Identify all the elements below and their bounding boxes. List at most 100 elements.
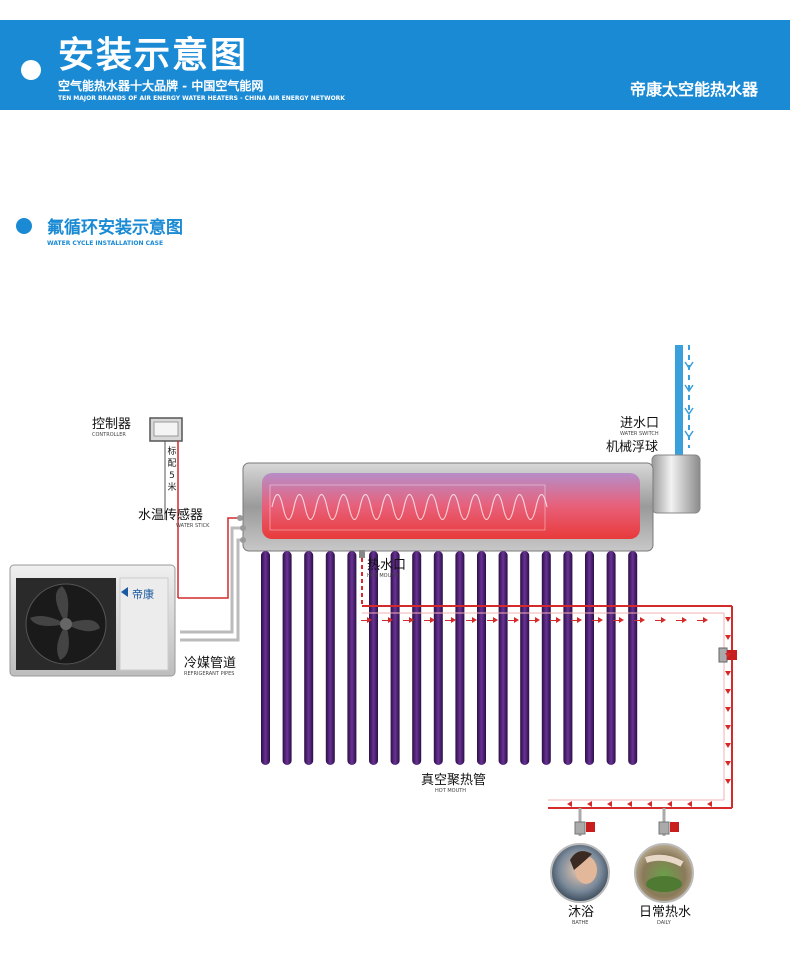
outdoor-unit [9, 564, 176, 677]
flow-arrow-icon [687, 801, 692, 807]
inlet-label-en: WATER SWITCH [620, 431, 659, 437]
controller-label: 控制器 CONTROLLER [92, 418, 131, 438]
vacuum-tubes-label-en: HOT MOUTH [435, 788, 467, 794]
daily-photo [634, 843, 694, 903]
section-bullet [16, 218, 32, 234]
flow-arrow-icon [487, 617, 498, 623]
vacuum-tube [628, 551, 638, 765]
flow-arrow-icon [627, 801, 632, 807]
daily-label-cn: 日常热水 [639, 905, 692, 920]
flow-arrow-icon [607, 801, 612, 807]
flow-arrow-icon [707, 801, 712, 807]
vacuum-tube [304, 551, 314, 765]
section-subtitle: WATER CYCLE INSTALLATION CASE [47, 240, 164, 247]
flow-arrow-icon [725, 779, 731, 784]
controller-label-en: CONTROLLER [92, 432, 126, 438]
refrigerant-label-en: REFRIGERANT PIPES [184, 671, 235, 677]
vacuum-tube [282, 551, 292, 765]
bathe-label-cn: 沐浴 [568, 905, 595, 920]
water-sensor-label-cn: 水温传感器 [138, 508, 204, 523]
vacuum-tube [520, 551, 530, 765]
flow-arrow-icon [634, 617, 645, 623]
flow-arrow-icon [445, 617, 456, 623]
cable-length-text: 标配5米 [167, 447, 177, 493]
bathe-label: 沐浴 BATHE [568, 906, 594, 926]
vacuum-tube [477, 551, 486, 765]
bathe-label-en: BATHE [572, 920, 589, 926]
flow-arrow-icon [725, 689, 731, 694]
flow-arrow-icon [725, 617, 731, 622]
controller-box [149, 417, 183, 442]
flow-arrow-icon [676, 617, 687, 623]
flow-arrow-icon [567, 801, 572, 807]
vacuum-tube [261, 551, 270, 765]
bullet-dot [21, 60, 41, 80]
logo-icon [121, 587, 128, 597]
flow-arrow-icon [725, 725, 731, 730]
vacuum-tube [433, 551, 443, 765]
vacuum-tube [455, 551, 465, 765]
vacuum-tube [412, 551, 422, 765]
bathe-photo [550, 843, 610, 903]
vacuum-tube [541, 551, 551, 765]
flow-arrow-icon [466, 617, 477, 623]
section-title: 氟循环安装示意图 [47, 218, 183, 238]
hot-outlet-label-cn: 热水口 [367, 558, 407, 573]
flow-arrow-icon [725, 635, 731, 640]
float-ball-label: 机械浮球 [606, 441, 658, 454]
controller-label-cn: 控制器 [92, 417, 132, 432]
flow-arrow-icon [647, 801, 652, 807]
flow-arrow-icon [403, 617, 414, 623]
flow-arrow-icon [725, 653, 731, 658]
flow-arrow-icon [697, 617, 708, 623]
float-ball-tank [646, 454, 701, 514]
flow-arrow-icon [725, 671, 731, 676]
header-banner: 安装示意图 空气能热水器十大品牌 - 中国空气能网 TEN MAJOR BRAN… [0, 20, 790, 110]
vacuum-tube [347, 551, 357, 765]
flow-arrow-icon [725, 761, 731, 766]
header-subtitle: 空气能热水器十大品牌 - 中国空气能网 [58, 79, 264, 93]
refrigerant-pipes [178, 515, 246, 642]
flow-arrow-icon [667, 801, 672, 807]
flow-arrow-icon [571, 617, 582, 623]
vacuum-tube [606, 551, 616, 765]
vacuum-tubes-label: 真空聚热管 HOT MOUTH [421, 774, 486, 794]
vacuum-tube [369, 551, 378, 765]
daily-label-en: DAILY [657, 920, 671, 926]
flow-arrow-icon [613, 617, 624, 623]
brand-name: 帝康太空能热水器 [629, 80, 758, 99]
flow-arrow-icon [382, 617, 393, 623]
refrigerant-label-cn: 冷媒管道 [184, 656, 237, 671]
water-tank [242, 462, 654, 552]
flow-arrow-icon [725, 743, 731, 748]
daily-tap [658, 808, 679, 836]
page-title: 安装示意图 [58, 35, 249, 76]
vacuum-tube [390, 551, 400, 765]
flow-arrow-icon [508, 617, 519, 623]
flow-arrow-icon [655, 617, 666, 623]
vacuum-tube [585, 551, 594, 765]
inlet-label: 进水口 WATER SWITCH [620, 417, 659, 437]
hot-outlet-label-en: HOT MOUTH [367, 573, 399, 579]
flow-arrow-icon [550, 617, 561, 623]
cable-length-label: 标配5米 [167, 446, 177, 494]
flow-arrow-icon [725, 707, 731, 712]
vacuum-tube [498, 551, 508, 765]
vacuum-tubes [261, 551, 638, 765]
flow-arrow-icon [529, 617, 540, 623]
flow-arrows [361, 617, 731, 807]
hot-outlet-label: 热水口 HOT MOUTH [367, 559, 406, 579]
header-subtitle-en: TEN MAJOR BRANDS OF AIR ENERGY WATER HEA… [58, 95, 345, 102]
unit-logo: 帝康 [132, 587, 154, 601]
flow-arrow-icon [424, 617, 435, 623]
vacuum-tube [325, 551, 335, 765]
water-sensor-label: 水温传感器 WATER STICK [138, 509, 209, 529]
flow-arrow-icon [592, 617, 603, 623]
inlet-label-cn: 进水口 [620, 416, 660, 431]
hot-water-pipe [359, 550, 737, 809]
daily-label: 日常热水 DAILY [639, 906, 691, 926]
flow-arrow-icon [587, 801, 592, 807]
float-ball-label-cn: 机械浮球 [606, 440, 659, 455]
shower-tap [574, 808, 595, 836]
